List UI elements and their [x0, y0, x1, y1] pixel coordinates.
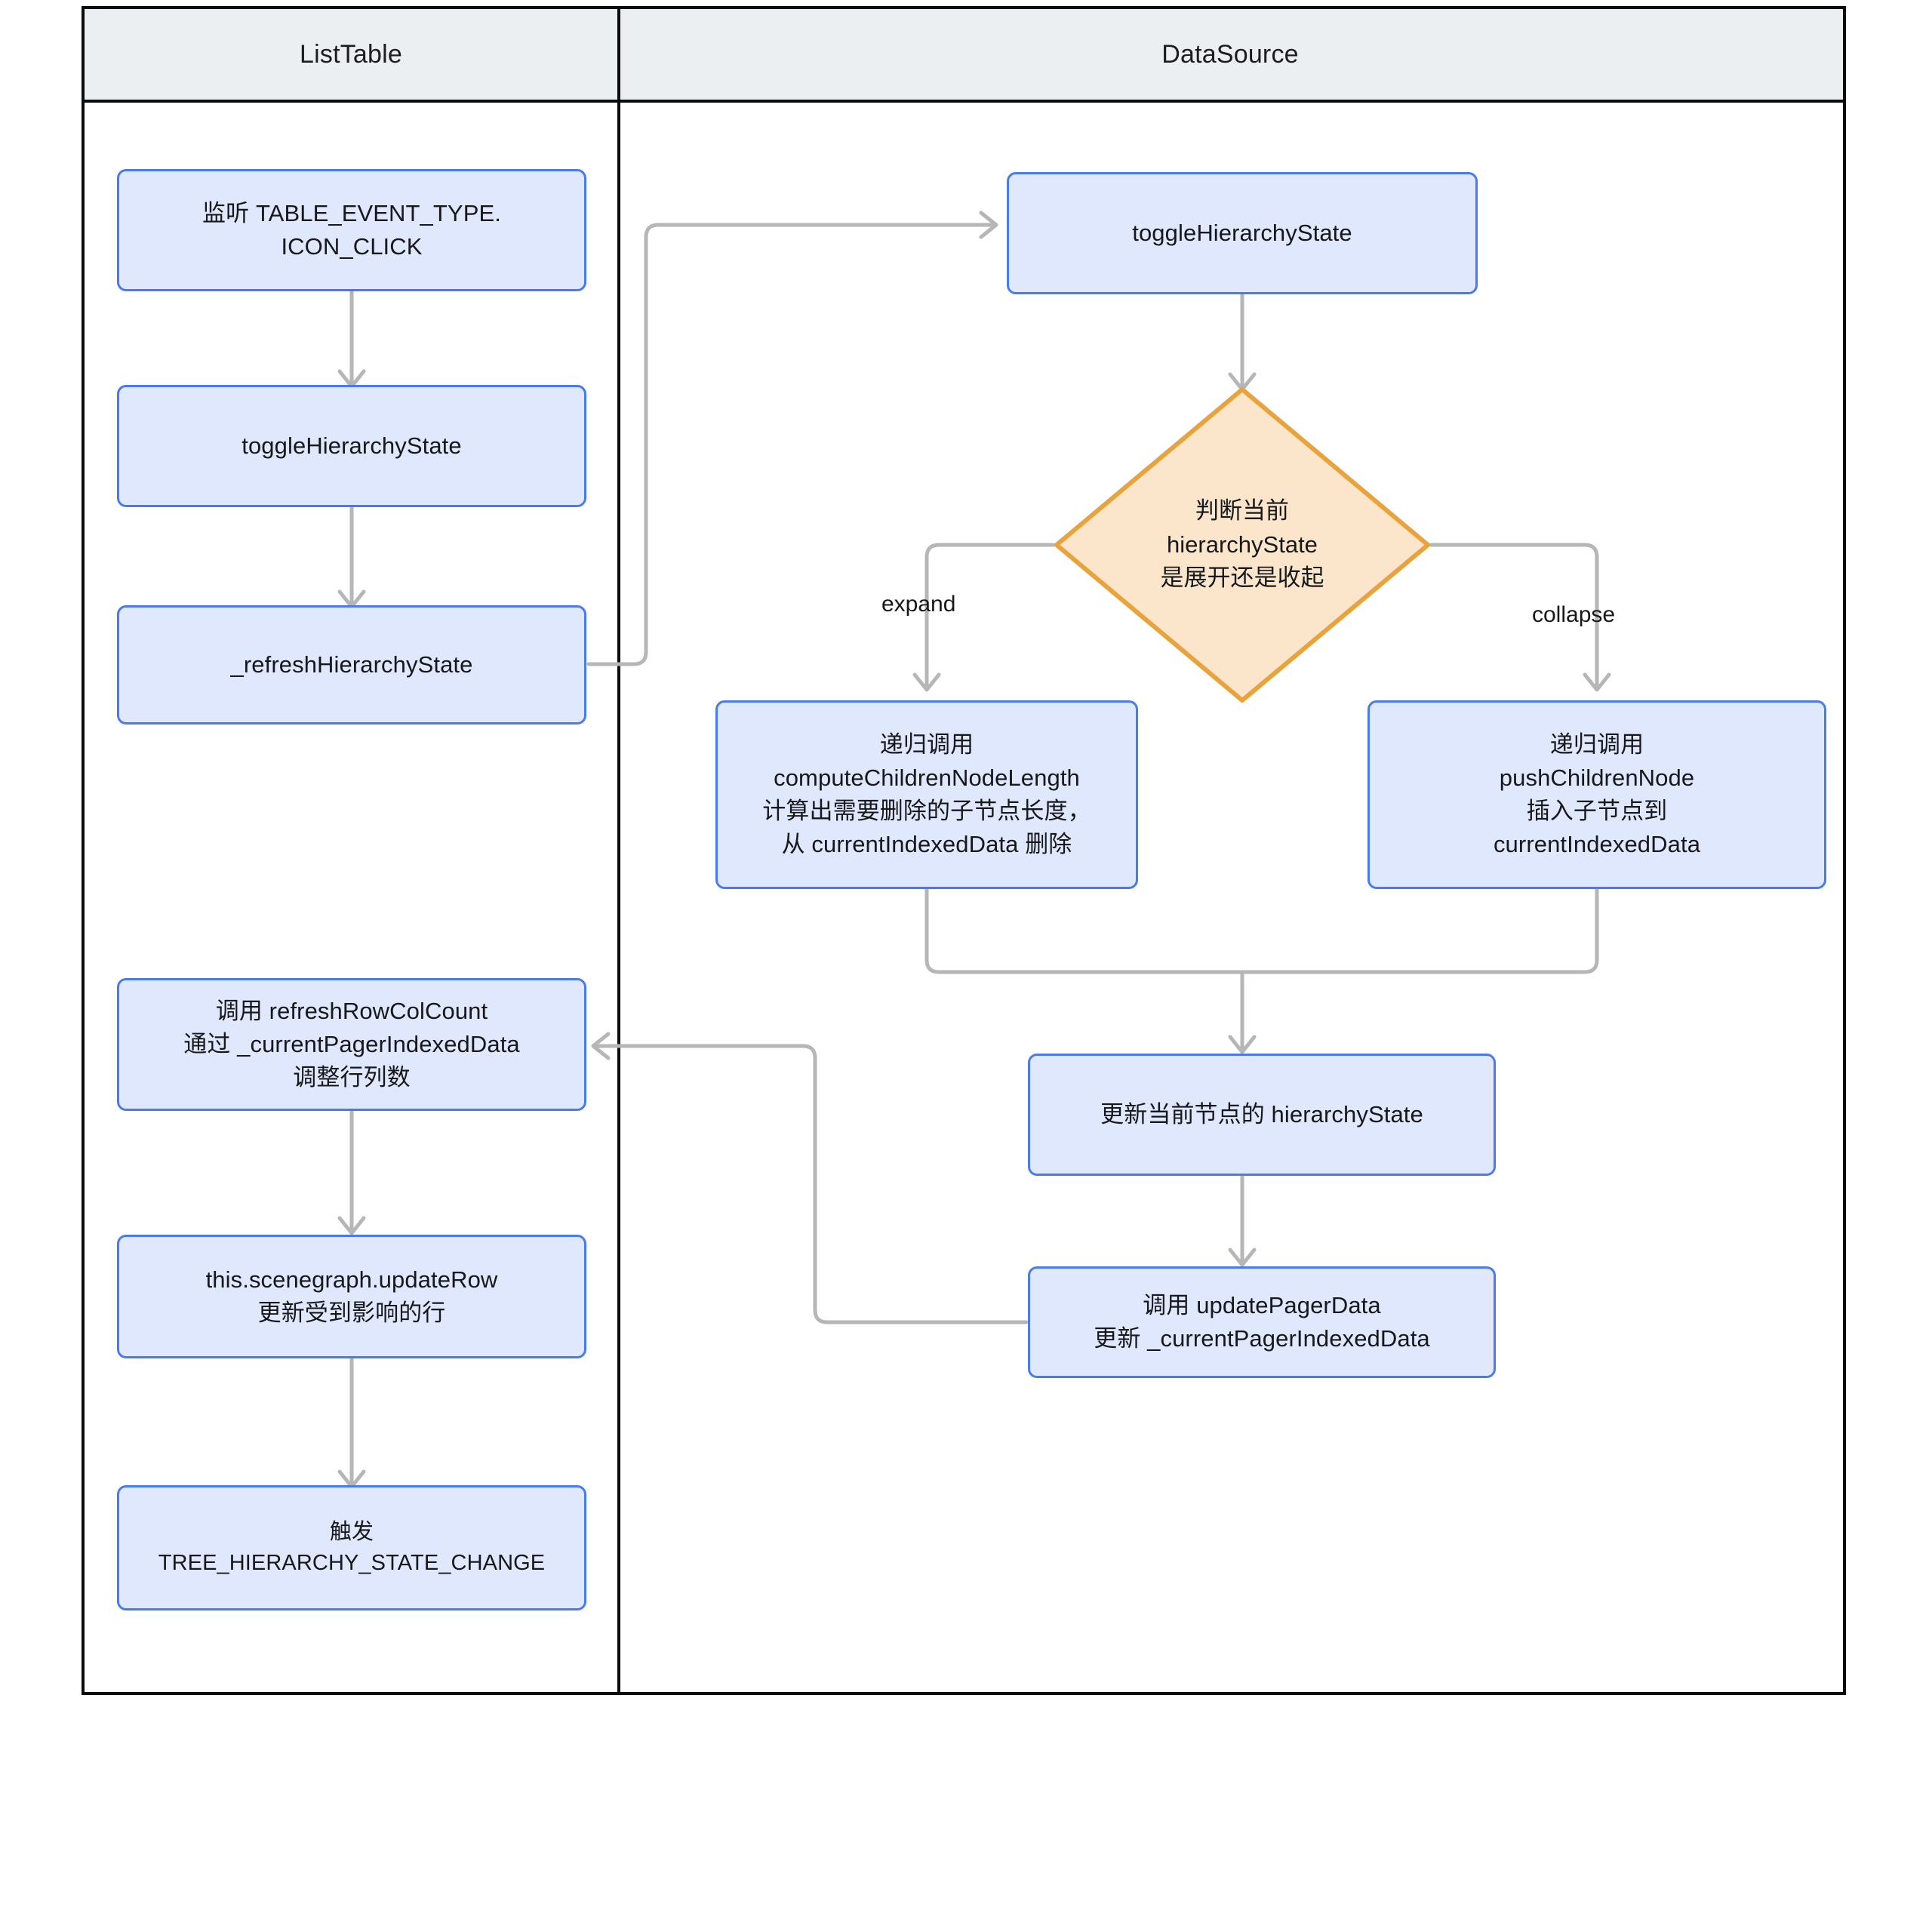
- node-toggle-hierarchy-state-listtable[interactable]: toggleHierarchyState: [117, 385, 586, 507]
- lane-header-listtable: ListTable: [85, 9, 617, 103]
- edge-label-collapse: collapse: [1532, 602, 1616, 627]
- node-toggle-hierarchy-state-datasource[interactable]: toggleHierarchyState: [1007, 172, 1478, 294]
- lane-divider: [617, 9, 620, 1692]
- node-decision-hierarchy-state[interactable]: 判断当前 hierarchyState 是展开还是收起: [1054, 386, 1431, 703]
- edge-label-expand: expand: [881, 592, 956, 617]
- node-branch-expand-compute-children-node-length[interactable]: 递归调用 computeChildrenNodeLength 计算出需要删除的子…: [715, 700, 1138, 889]
- node-update-current-node-hierarchy-state[interactable]: 更新当前节点的 hierarchyState: [1028, 1054, 1496, 1176]
- diamond-shape: [1054, 387, 1430, 703]
- node-scenegraph-update-row[interactable]: this.scenegraph.updateRow 更新受到影响的行: [117, 1235, 586, 1358]
- node-refresh-row-col-count[interactable]: 调用 refreshRowColCount 通过 _currentPagerIn…: [117, 978, 586, 1111]
- node-branch-collapse-push-children-node[interactable]: 递归调用 pushChildrenNode 插入子节点到 currentInde…: [1367, 700, 1826, 889]
- node-refresh-hierarchy-state[interactable]: _refreshHierarchyState: [117, 605, 586, 724]
- node-call-update-pager-data[interactable]: 调用 updatePagerData 更新 _currentPagerIndex…: [1028, 1266, 1496, 1378]
- node-listen-icon-click[interactable]: 监听 TABLE_EVENT_TYPE. ICON_CLICK: [117, 169, 586, 291]
- decision-label: 判断当前 hierarchyState 是展开还是收起: [1160, 497, 1324, 592]
- lane-header-datasource: DataSource: [617, 9, 1843, 103]
- node-emit-tree-hierarchy-state-change[interactable]: 触发 TREE_HIERARCHY_STATE_CHANGE: [117, 1485, 586, 1611]
